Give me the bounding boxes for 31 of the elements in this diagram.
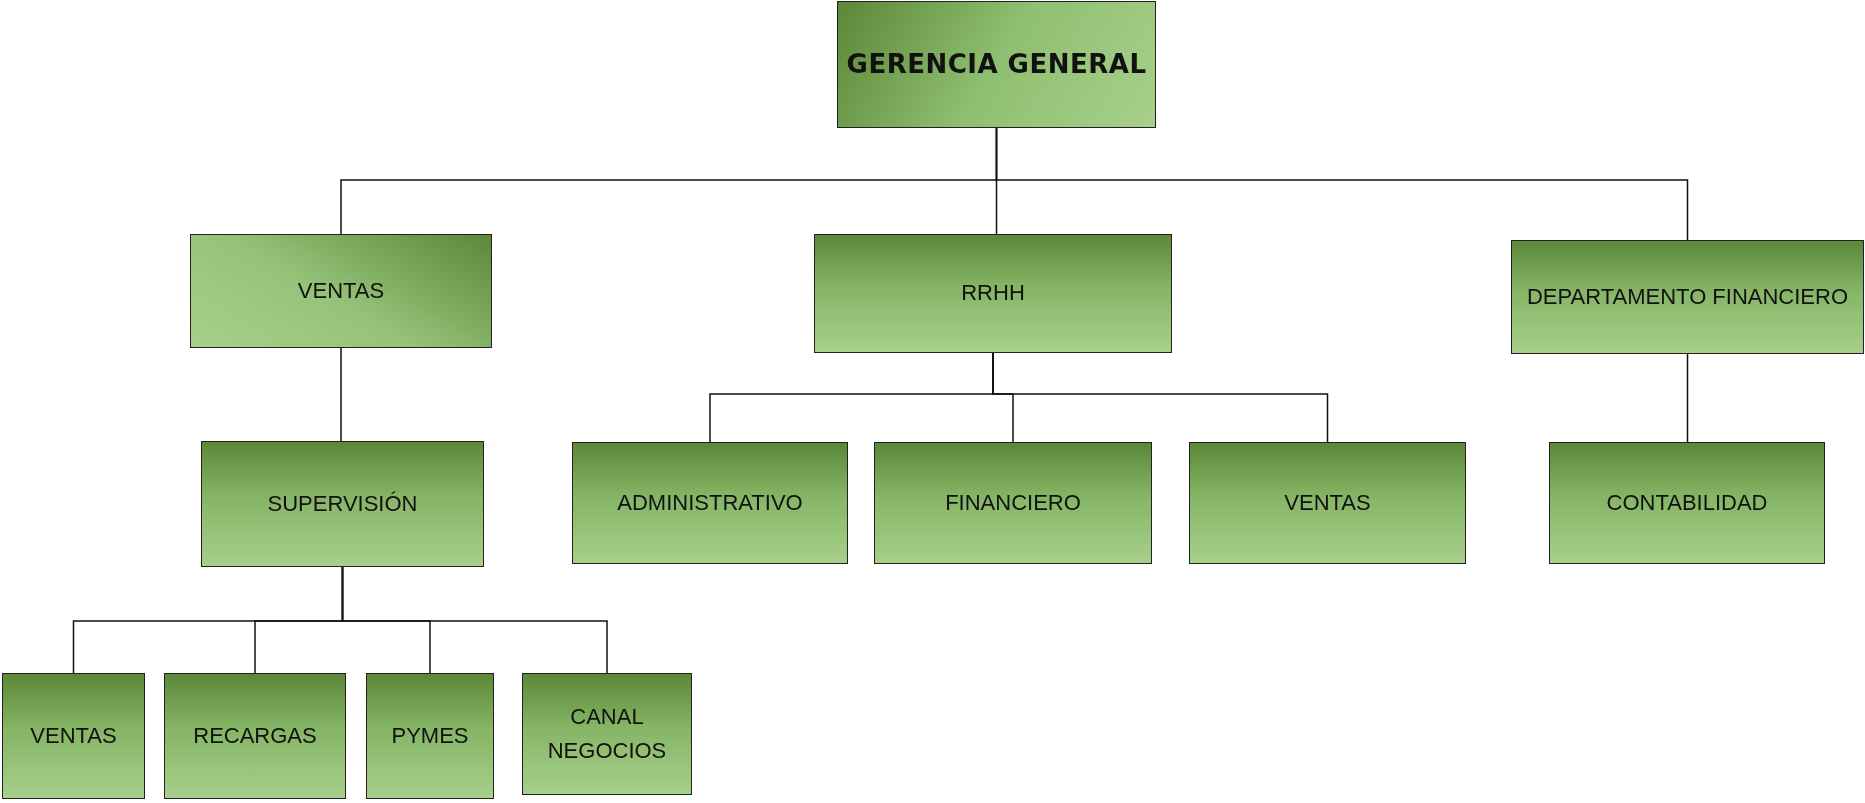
org-box — [201, 441, 484, 567]
box-label: FINANCIERO — [944, 488, 1082, 517]
connector-line — [992, 352, 1329, 443]
org-box — [522, 673, 692, 795]
org-box — [874, 442, 1152, 564]
org-box — [814, 234, 1172, 353]
connector-line — [341, 566, 608, 674]
org-box — [190, 234, 492, 348]
org-box — [2, 673, 145, 799]
box-label: RECARGAS — [192, 721, 318, 750]
org-box — [1549, 442, 1825, 564]
org-box — [1511, 240, 1864, 354]
org-box — [837, 1, 1156, 128]
box-label: VENTAS — [296, 276, 386, 305]
org-box — [164, 673, 346, 799]
box-label: CANAL NEGOCIOS — [546, 702, 668, 765]
box-label: RRHH — [960, 279, 1026, 308]
connector-line — [1686, 353, 1689, 443]
org-box — [572, 442, 848, 564]
box-label: ADMINISTRATIVO — [616, 488, 804, 517]
org-box — [366, 673, 494, 799]
title-text: GERENCIA GENERAL — [845, 48, 1148, 82]
box-label: DEPARTAMENTO FINANCIERO — [1525, 282, 1850, 311]
box-label: VENTAS — [29, 721, 118, 750]
connector-line — [340, 347, 342, 442]
box-label: SUPERVISIÓN — [266, 489, 419, 518]
connector-line — [995, 127, 1689, 241]
box-label: VENTAS — [1283, 488, 1372, 517]
org-box — [1189, 442, 1466, 564]
box-label: CONTABILIDAD — [1605, 488, 1769, 517]
box-label: PYMES — [390, 721, 470, 750]
